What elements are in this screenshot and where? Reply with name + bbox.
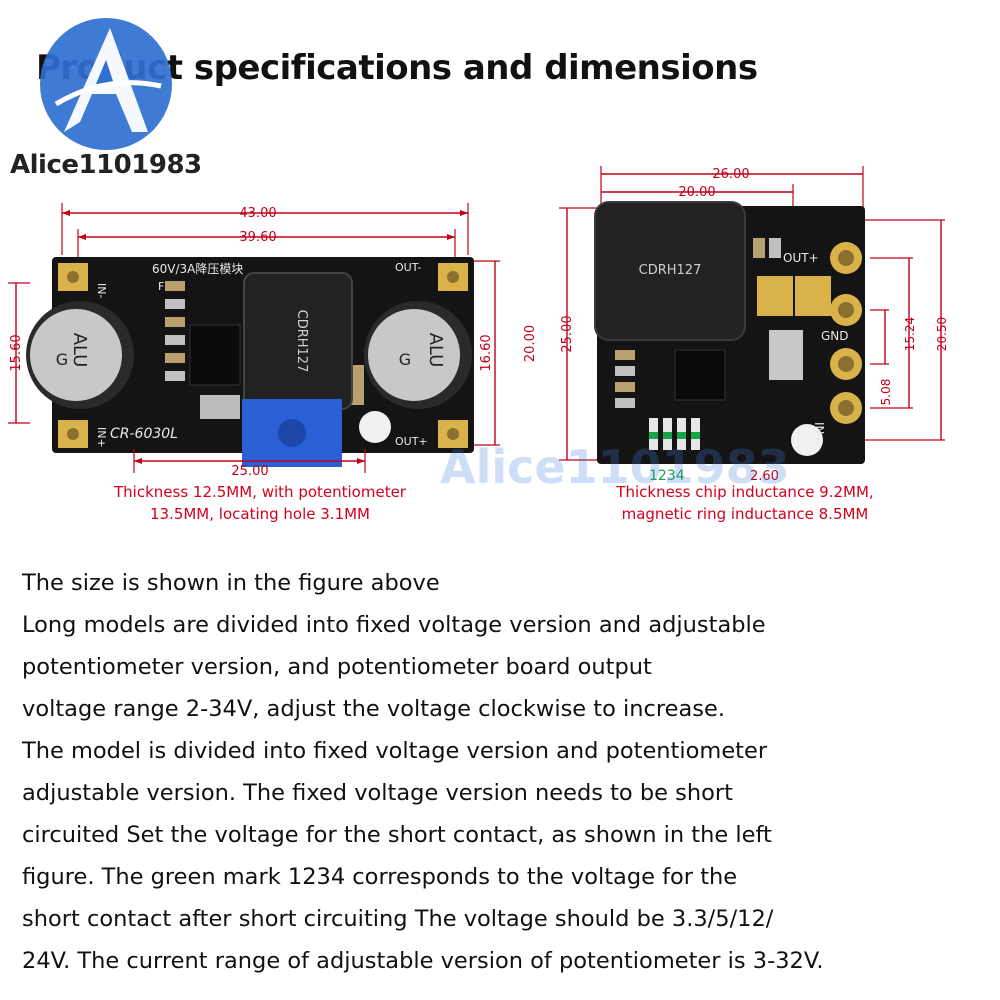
dim-right-inner-width: 20.00: [678, 185, 715, 200]
watermark-logo: [40, 18, 172, 150]
dim-bottom: 25.00: [231, 464, 268, 479]
green-marks-label: 1234: [649, 468, 685, 484]
right-note-line1: Thickness chip inductance 9.2MM,: [616, 483, 874, 501]
dim-right-height: 25.00: [560, 315, 575, 352]
desc-line: figure. The green mark 1234 corresponds …: [22, 864, 738, 890]
cap-label-g-right: G: [399, 350, 411, 369]
desc-line: The model is divided into fixed voltage …: [22, 738, 768, 764]
dim-pitch-2: 15.24: [903, 317, 917, 351]
pin-in-minus: IN-: [95, 283, 108, 298]
left-note-line2: 13.5MM, locating hole 3.1MM: [149, 505, 371, 523]
desc-line: circuited Set the voltage for the short …: [22, 822, 772, 848]
desc-line: adjustable version. The fixed voltage ve…: [22, 780, 733, 806]
watermark-text: Alice1101983: [10, 150, 202, 180]
dim-hole-spacing: 39.60: [239, 230, 276, 245]
right-note-line2: magnetic ring inductance 8.5MM: [621, 505, 869, 523]
cap-label-alu-right: ALU: [425, 333, 446, 368]
dim-total-width: 43.00: [239, 206, 276, 221]
left-board-note: Thickness 12.5MM, with potentiometer 13.…: [40, 481, 480, 525]
cap-label-g-left: G: [56, 350, 68, 369]
right-pin-gnd: GND: [821, 329, 849, 343]
right-pin-out-plus: OUT+: [783, 251, 819, 265]
right-inductor-label: CDRH127: [639, 263, 702, 278]
pin-in-plus: IN+: [95, 427, 108, 448]
desc-line: 24V. The current range of adjustable ver…: [22, 948, 824, 974]
right-board-note: Thickness chip inductance 9.2MM, magneti…: [565, 481, 925, 525]
pin-out-minus: OUT-: [395, 261, 421, 274]
pin-f-label: F: [158, 280, 164, 293]
dim-pitch-3: 20.50: [935, 317, 949, 351]
desc-line: The size is shown in the figure above: [22, 570, 440, 596]
dim-right-total-width: 26.00: [712, 167, 749, 182]
description-text: The size is shown in the figure above Lo…: [22, 562, 992, 982]
dim-right-hole: 2.60: [750, 469, 779, 484]
right-pin-in-plus: IN+: [812, 422, 826, 445]
watermark-faint-text: Alice1101983: [440, 440, 790, 494]
dim-height-left: 15.60: [9, 334, 24, 371]
dim-pitch-1: 5.08: [879, 379, 893, 406]
silk-top-label: 60V/3A降压模块: [152, 262, 243, 276]
desc-line: voltage range 2-34V, adjust the voltage …: [22, 696, 726, 722]
desc-line: Long models are divided into fixed volta…: [22, 612, 766, 638]
left-board-diagram: 43.00 39.60 15.60 16.60 ALU G ALU G 60V/…: [8, 203, 500, 479]
pin-out-plus: OUT+: [395, 435, 428, 448]
left-inductor-label: CDRH127: [294, 310, 309, 373]
model-label: CR-6030L: [110, 426, 178, 442]
dim-height-inner: 16.60: [479, 334, 494, 371]
right-board-diagram: 26.00 20.00 25.00 CDRH127 OUT+ GND IN+ 1…: [559, 166, 949, 484]
cap-label-alu-left: ALU: [69, 333, 90, 368]
desc-line: potentiometer version, and potentiometer…: [22, 654, 652, 680]
left-note-line1: Thickness 12.5MM, with potentiometer: [114, 483, 406, 501]
desc-line: short contact after short circuiting The…: [22, 906, 774, 932]
dim-height-total: 20.00: [523, 324, 539, 363]
